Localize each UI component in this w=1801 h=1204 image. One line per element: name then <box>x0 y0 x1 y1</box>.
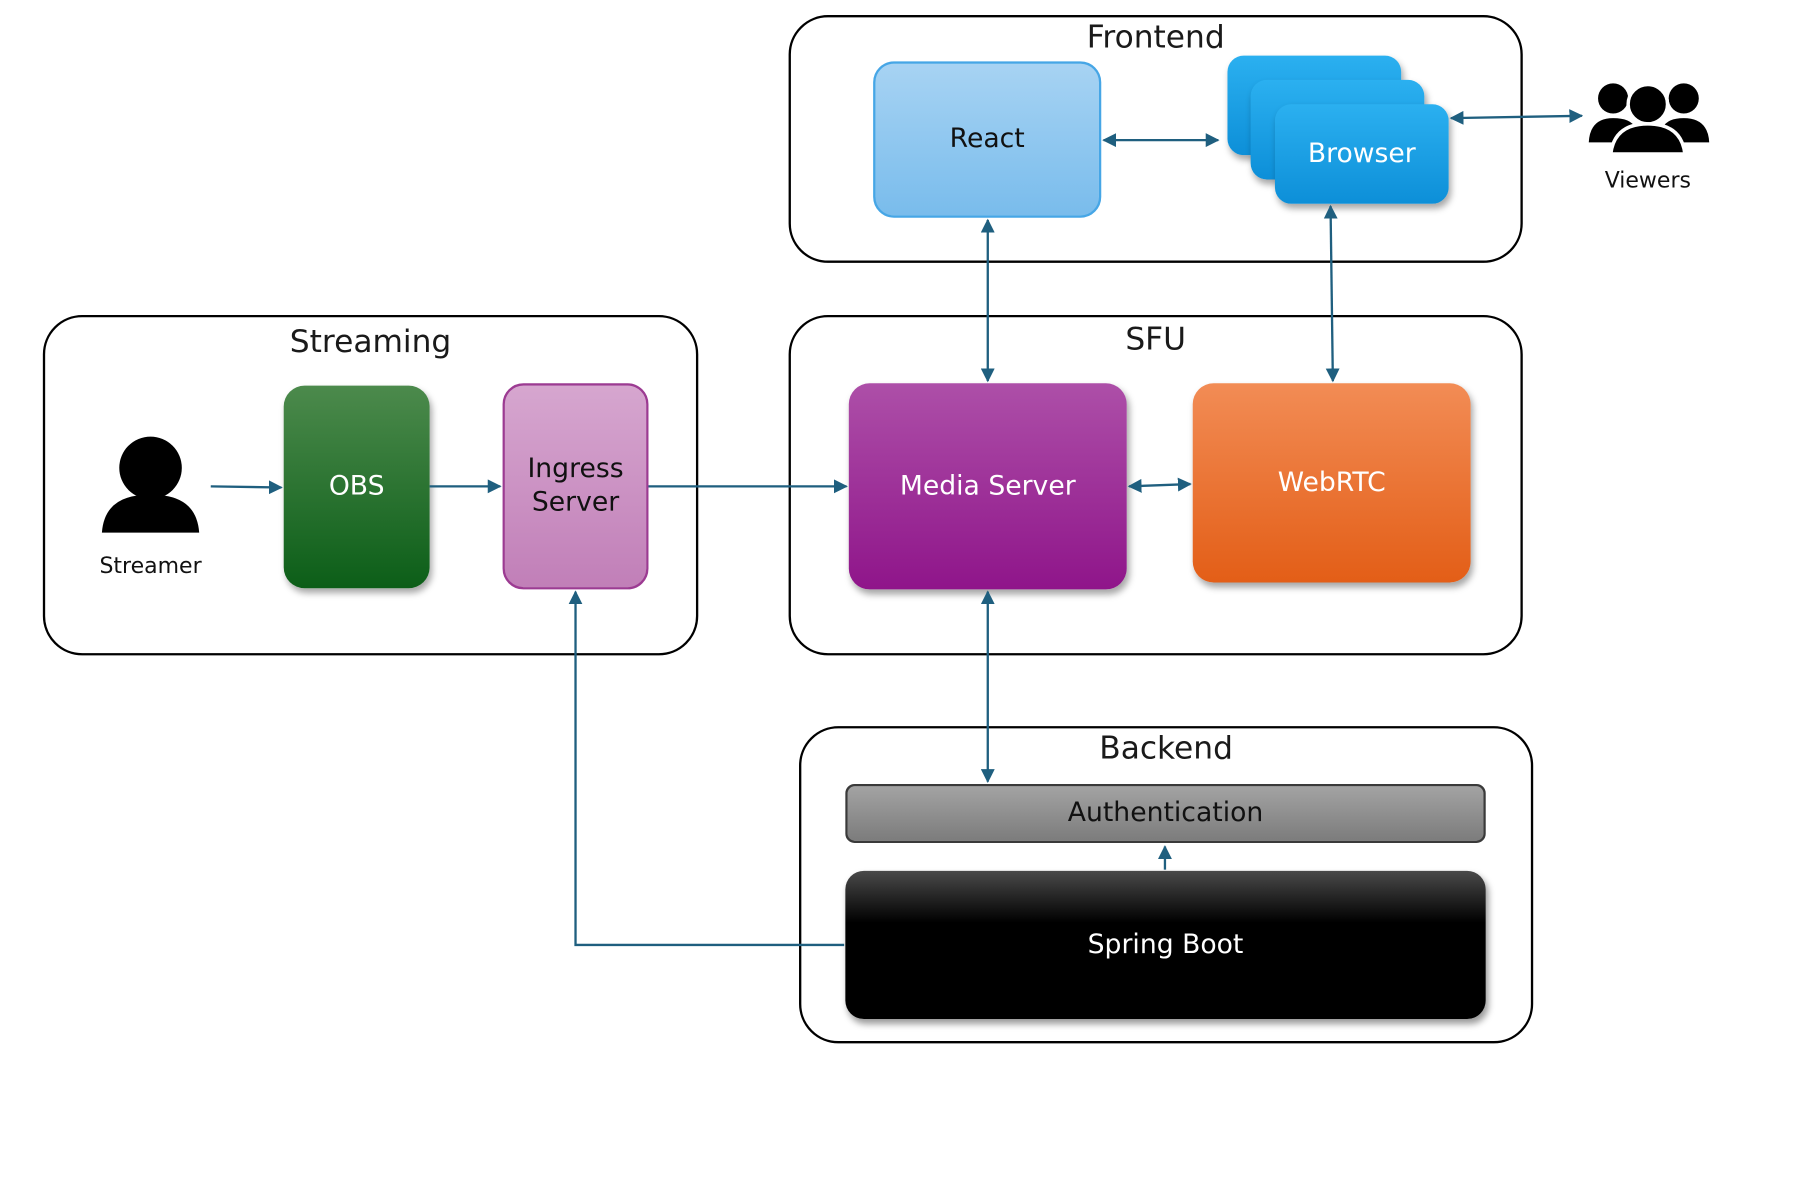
browser-node: Browser <box>1274 104 1449 204</box>
streaming-title: Streaming <box>289 324 452 361</box>
ingress-server-label-line2: Server <box>531 487 620 518</box>
sfu-title: SFU <box>1125 321 1187 358</box>
viewers-label: Viewers <box>1604 167 1691 194</box>
authentication-node: Authentication <box>845 783 1486 844</box>
arrow-browser-viewers <box>1449 109 1584 125</box>
arrow-streamer-to-obs <box>210 480 283 495</box>
ingress-server-label-line1: Ingress <box>527 454 624 485</box>
webrtc-node: WebRTC <box>1192 383 1471 583</box>
spring-boot-node: Spring Boot <box>845 870 1486 1020</box>
arrow-media-webrtc <box>1127 477 1192 493</box>
arrow-spring-to-ingress <box>568 590 845 947</box>
streamer-label: Streamer <box>99 553 202 579</box>
viewers-icon <box>1588 82 1710 156</box>
arrow-browser-webrtc <box>1323 204 1340 383</box>
react-node: React <box>873 61 1102 218</box>
ingress-server-node: Ingress Server <box>502 383 649 590</box>
frontend-title: Frontend <box>1086 19 1225 56</box>
obs-node: OBS <box>283 385 430 589</box>
backend-title: Backend <box>1099 730 1233 767</box>
streamer-icon <box>101 436 200 533</box>
media-server-node: Media Server <box>848 383 1127 590</box>
connectors <box>210 109 1584 947</box>
